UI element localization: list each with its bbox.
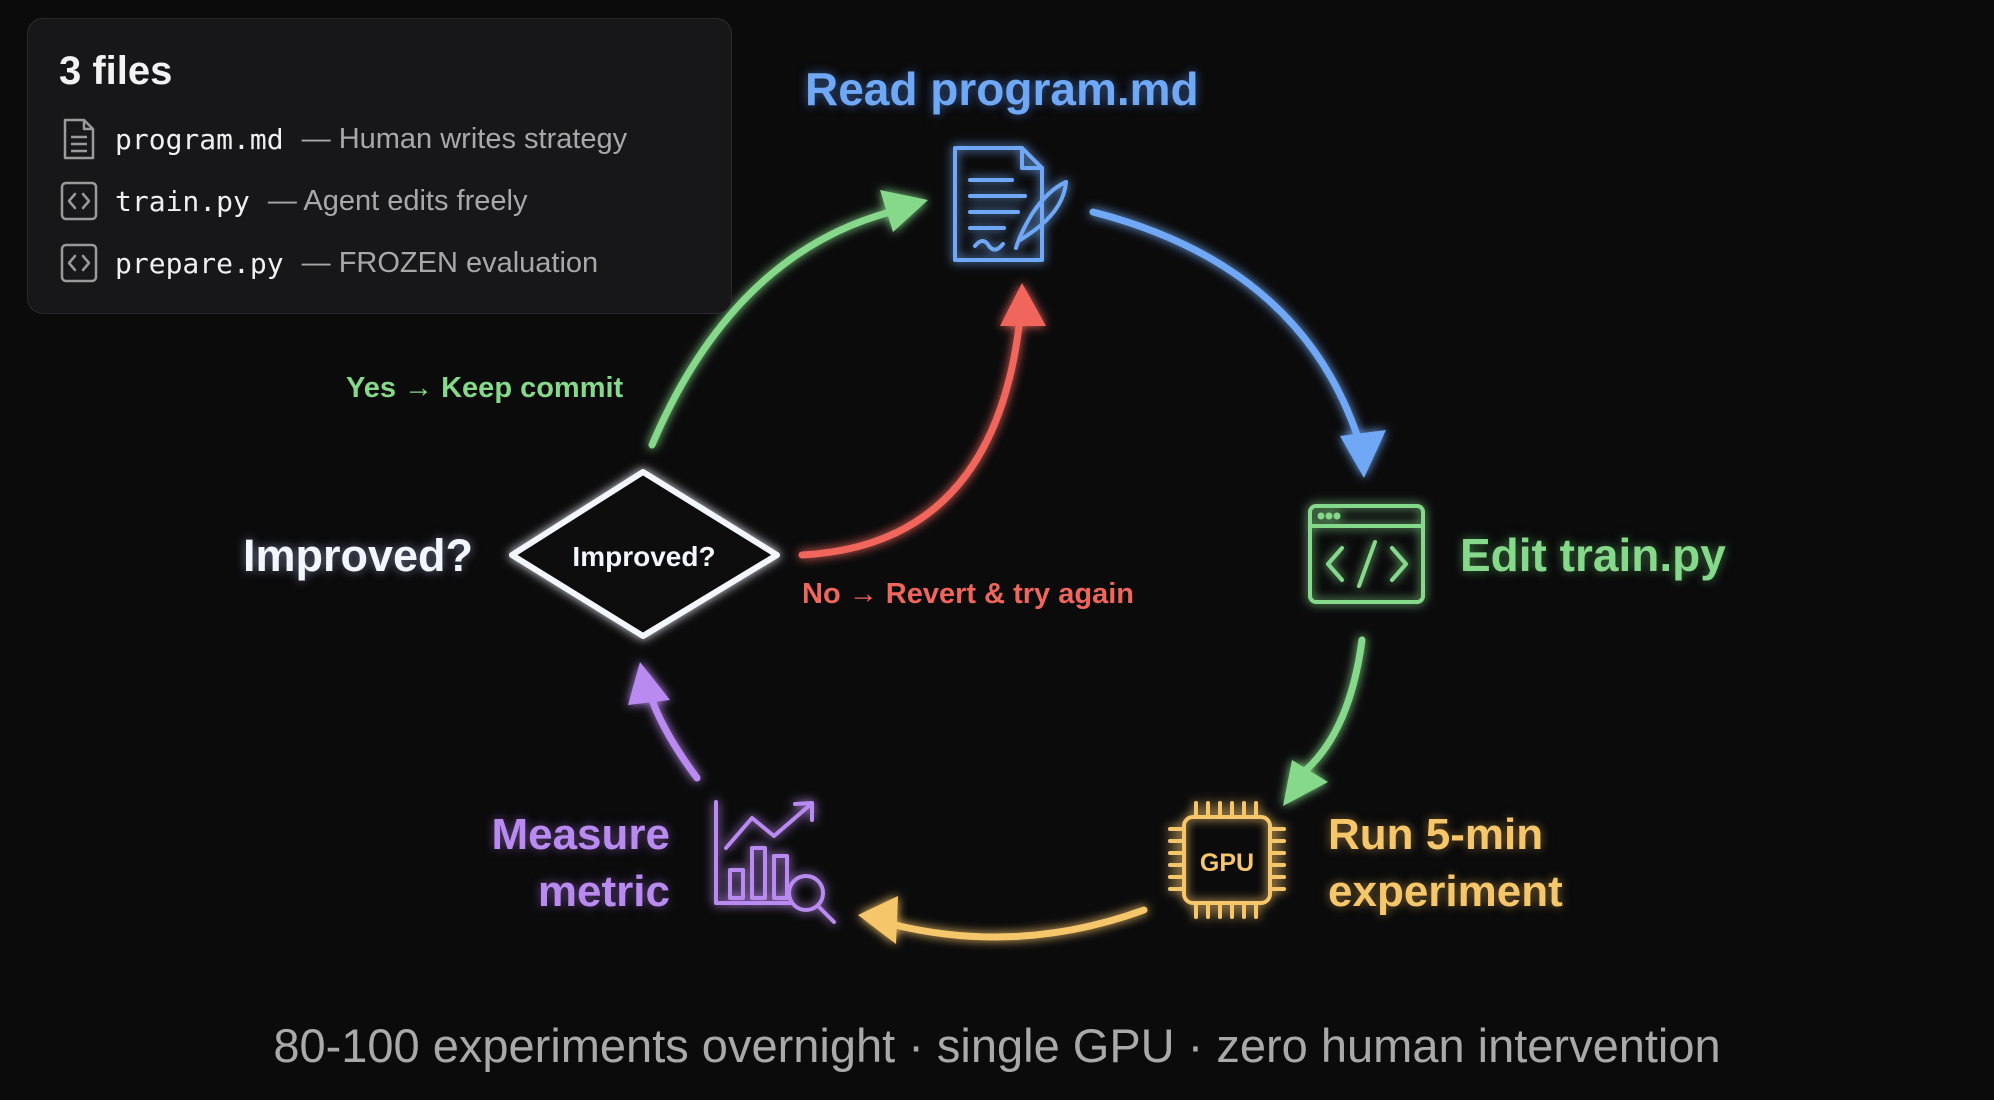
file-item-train-py: train.py — Agent edits freely xyxy=(59,179,527,223)
code-window-icon xyxy=(1308,504,1425,604)
yes-arrow xyxy=(648,190,928,449)
step-read-label: Read program.md xyxy=(805,63,1199,115)
file-name: train.py xyxy=(115,184,250,218)
panel-title: 3 files xyxy=(59,49,173,93)
step-edit-label: Edit train.py xyxy=(1460,529,1726,581)
step-run-line2: experiment xyxy=(1328,867,1563,916)
footer-caption: 80-100 experiments overnight · single GP… xyxy=(273,1019,1721,1072)
file-item-program-md: program.md — Human writes strategy xyxy=(59,117,627,161)
decision-inner-label: Improved? xyxy=(572,541,715,572)
chart-magnifier-icon xyxy=(714,800,836,924)
decision-diamond xyxy=(509,469,780,639)
file-name: prepare.py xyxy=(115,246,284,280)
step-measure-line1: Measure xyxy=(491,810,670,859)
file-description: — Agent edits freely xyxy=(259,184,528,217)
file-item-prepare-py: prepare.py — FROZEN evaluation xyxy=(59,241,598,285)
document-icon xyxy=(63,118,95,160)
step-measure-line2: metric xyxy=(537,867,670,916)
step-run-line1: Run 5-min xyxy=(1328,810,1544,859)
run-to-measure-arrow xyxy=(858,896,1148,944)
file-description: — FROZEN evaluation xyxy=(293,246,599,279)
yes-branch-label: Yes → Keep commit xyxy=(346,372,624,404)
edit-to-run-arrow xyxy=(1283,636,1366,806)
gpu-chip-label: GPU xyxy=(1200,849,1254,877)
step-measure-label: Measure metric xyxy=(470,806,670,920)
file-name: program.md xyxy=(115,122,284,156)
no-arrow xyxy=(798,283,1046,559)
measure-to-decision-arrow xyxy=(628,662,701,782)
code-file-icon xyxy=(60,181,98,221)
no-branch-label: No → Revert & try again xyxy=(802,578,1134,610)
read-to-edit-arrow xyxy=(1089,208,1386,478)
step-run-label: Run 5-min experiment xyxy=(1328,806,1563,920)
files-panel: 3 files program.md — Human writes strate… xyxy=(27,18,732,314)
gpu-chip-icon xyxy=(1168,801,1286,919)
code-file-icon xyxy=(60,243,98,283)
document-quill-icon xyxy=(953,146,1068,262)
decision-label: Improved? xyxy=(243,530,474,581)
file-description: — Human writes strategy xyxy=(293,122,628,155)
